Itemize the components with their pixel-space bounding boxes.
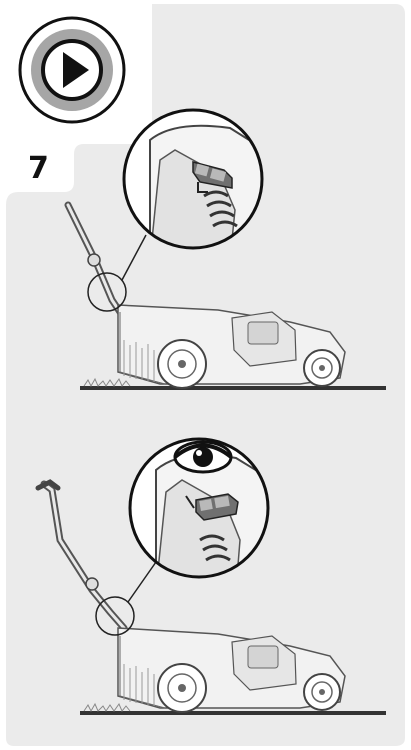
step-number: 7 (28, 154, 49, 184)
play-button[interactable] (20, 18, 124, 122)
eye-icon (175, 442, 231, 472)
